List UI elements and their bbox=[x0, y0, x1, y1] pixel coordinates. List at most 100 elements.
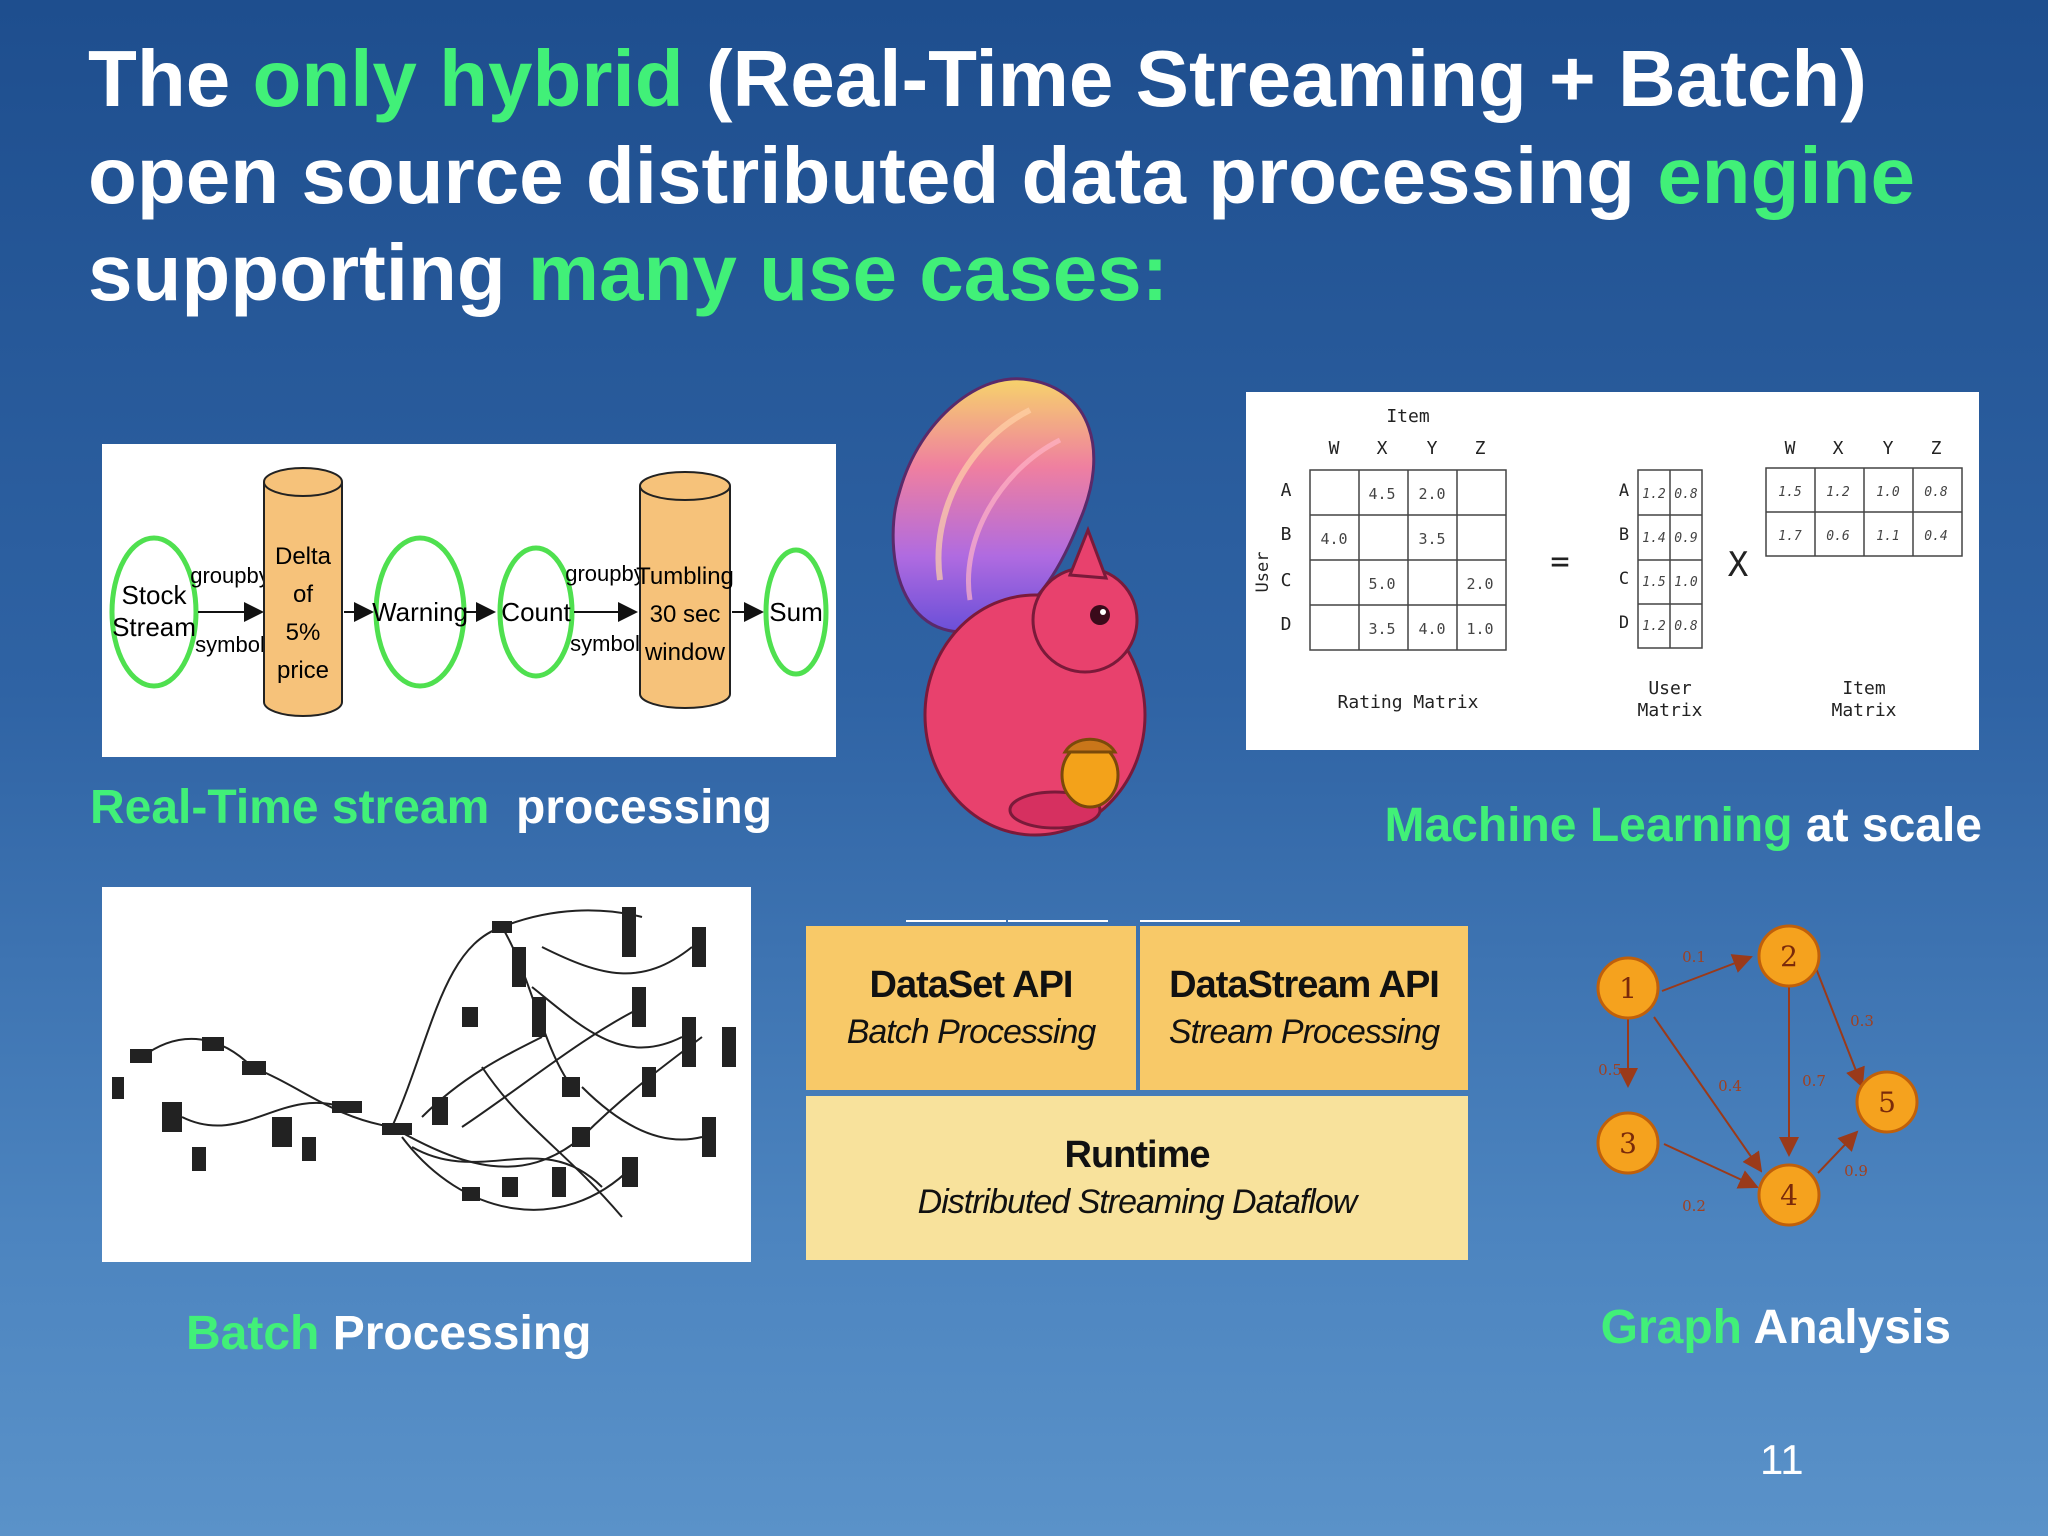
svg-text:4.0: 4.0 bbox=[1418, 620, 1445, 638]
svg-text:4.5: 4.5 bbox=[1368, 485, 1395, 503]
svg-text:A: A bbox=[1281, 480, 1292, 501]
title-line-2: open source distributed data processing … bbox=[88, 131, 1915, 220]
matrix-factorization-diagram: Item User W X Y Z A B C D 4.5 2.0 4.0 bbox=[1246, 392, 1979, 750]
svg-text:User: User bbox=[1253, 552, 1273, 593]
svg-text:Item: Item bbox=[1842, 678, 1885, 699]
graph-analysis-diagram: 0.1 0.5 0.4 0.7 0.3 0.2 0.9 1 2 3 4 5 bbox=[1596, 924, 1919, 1227]
svg-text:Count: Count bbox=[501, 597, 571, 627]
caption-stream-processing: Real-Time stream processing bbox=[90, 781, 773, 834]
svg-text:Tumbling: Tumbling bbox=[636, 563, 734, 590]
svg-text:30 sec: 30 sec bbox=[650, 601, 721, 628]
svg-text:Y: Y bbox=[1883, 438, 1894, 459]
svg-text:Z: Z bbox=[1475, 438, 1486, 459]
svg-text:0.4: 0.4 bbox=[1718, 1077, 1742, 1095]
svg-text:5%: 5% bbox=[286, 619, 321, 646]
svg-text:0.5: 0.5 bbox=[1598, 1061, 1622, 1079]
svg-text:window: window bbox=[644, 639, 726, 666]
title-highlight-use-cases: many use cases: bbox=[527, 228, 1169, 317]
svg-text:A: A bbox=[1619, 481, 1629, 501]
svg-text:0.8: 0.8 bbox=[1924, 485, 1948, 500]
flink-squirrel-logo bbox=[891, 377, 1147, 837]
svg-text:Stock: Stock bbox=[121, 580, 187, 610]
svg-text:C: C bbox=[1619, 569, 1629, 589]
svg-text:0.9: 0.9 bbox=[1844, 1162, 1868, 1180]
svg-text:0.8: 0.8 bbox=[1674, 487, 1698, 502]
datastream-api-block: DataStream API Stream Processing bbox=[1140, 926, 1468, 1090]
graph-node-1 bbox=[1596, 956, 1660, 1020]
svg-text:X: X bbox=[1833, 438, 1844, 459]
svg-text:Warning: Warning bbox=[372, 597, 468, 627]
dataset-api-block: DataSet API Batch Processing bbox=[806, 926, 1136, 1090]
svg-text:Matrix: Matrix bbox=[1831, 700, 1896, 721]
svg-text:0.4: 0.4 bbox=[1924, 529, 1947, 544]
graph-node-4 bbox=[1757, 1163, 1821, 1227]
svg-text:symbol: symbol bbox=[570, 631, 640, 656]
svg-text:of: of bbox=[293, 581, 313, 608]
svg-text:B: B bbox=[1281, 524, 1292, 545]
svg-text:0.8: 0.8 bbox=[1674, 619, 1698, 634]
svg-text:B: B bbox=[1619, 525, 1629, 545]
svg-text:1.2: 1.2 bbox=[1826, 485, 1850, 500]
graph-node-5 bbox=[1855, 1070, 1919, 1134]
svg-text:1.0: 1.0 bbox=[1466, 620, 1493, 638]
caption-batch-processing: Batch Processing bbox=[186, 1307, 592, 1360]
svg-text:1.2: 1.2 bbox=[1642, 487, 1666, 502]
svg-text:Z: Z bbox=[1931, 438, 1942, 459]
title-line-1: The only hybrid (Real-Time Streaming + B… bbox=[88, 34, 1867, 123]
stream-processing-diagram: Stock Stream groupby symbol Delta of 5% … bbox=[102, 444, 836, 757]
svg-text:2.0: 2.0 bbox=[1418, 485, 1445, 503]
svg-text:Item: Item bbox=[1386, 406, 1429, 427]
caption-graph-analysis: Graph Analysis bbox=[1600, 1301, 1951, 1354]
slide-title: The only hybrid (Real-Time Streaming + B… bbox=[88, 30, 1988, 321]
svg-text:2.0: 2.0 bbox=[1466, 575, 1493, 593]
batch-dataflow-graph bbox=[102, 887, 751, 1262]
svg-text:0.2: 0.2 bbox=[1682, 1197, 1706, 1215]
svg-text:C: C bbox=[1281, 570, 1292, 591]
svg-text:W: W bbox=[1785, 438, 1796, 459]
node-stock-stream bbox=[109, 535, 199, 689]
svg-text:1: 1 bbox=[1619, 972, 1637, 1005]
svg-text:Rating Matrix: Rating Matrix bbox=[1338, 692, 1479, 713]
graph-node-2 bbox=[1757, 924, 1821, 988]
node-sum bbox=[763, 547, 829, 677]
node-tumbling-window bbox=[639, 471, 731, 709]
svg-text:Y: Y bbox=[1427, 438, 1438, 459]
caption-machine-learning: Machine Learning at scale bbox=[1384, 799, 1982, 852]
svg-text:Delta: Delta bbox=[275, 543, 332, 570]
svg-text:3: 3 bbox=[1619, 1127, 1637, 1160]
node-count bbox=[497, 545, 575, 679]
svg-text:X: X bbox=[1728, 545, 1749, 585]
svg-text:Stream: Stream bbox=[112, 612, 196, 642]
svg-text:=: = bbox=[1550, 542, 1569, 580]
svg-text:D: D bbox=[1281, 614, 1292, 635]
svg-text:0.9: 0.9 bbox=[1674, 531, 1697, 546]
node-warning bbox=[373, 535, 467, 689]
title-highlight-engine: engine bbox=[1657, 131, 1915, 220]
page-number: 11 bbox=[1760, 1436, 1804, 1483]
svg-text:1.5: 1.5 bbox=[1778, 485, 1802, 500]
api-stack: DataSet API Batch Processing DataStream … bbox=[806, 920, 1468, 1260]
svg-text:User: User bbox=[1648, 678, 1692, 699]
svg-text:X: X bbox=[1377, 438, 1388, 459]
svg-text:0.7: 0.7 bbox=[1802, 1072, 1826, 1090]
graph-node-3 bbox=[1596, 1111, 1660, 1175]
svg-text:4.0: 4.0 bbox=[1320, 530, 1347, 548]
svg-text:Sum: Sum bbox=[769, 597, 822, 627]
svg-text:1.7: 1.7 bbox=[1778, 529, 1802, 544]
svg-text:symbol: symbol bbox=[195, 632, 265, 657]
svg-text:3.5: 3.5 bbox=[1368, 620, 1395, 638]
svg-text:groupby: groupby bbox=[565, 561, 645, 586]
svg-text:0.3: 0.3 bbox=[1850, 1012, 1874, 1030]
svg-text:1.2: 1.2 bbox=[1642, 619, 1666, 634]
svg-text:5: 5 bbox=[1878, 1086, 1896, 1119]
svg-text:5.0: 5.0 bbox=[1368, 575, 1395, 593]
svg-text:3.5: 3.5 bbox=[1418, 530, 1445, 548]
svg-text:0.6: 0.6 bbox=[1826, 529, 1850, 544]
runtime-block: Runtime Distributed Streaming Dataflow bbox=[806, 1096, 1468, 1260]
svg-text:2: 2 bbox=[1780, 940, 1798, 973]
title-line-3: supporting many use cases: bbox=[88, 228, 1169, 317]
svg-text:1.4: 1.4 bbox=[1642, 531, 1665, 546]
svg-text:1.0: 1.0 bbox=[1876, 485, 1900, 500]
svg-text:1.5: 1.5 bbox=[1642, 575, 1666, 590]
